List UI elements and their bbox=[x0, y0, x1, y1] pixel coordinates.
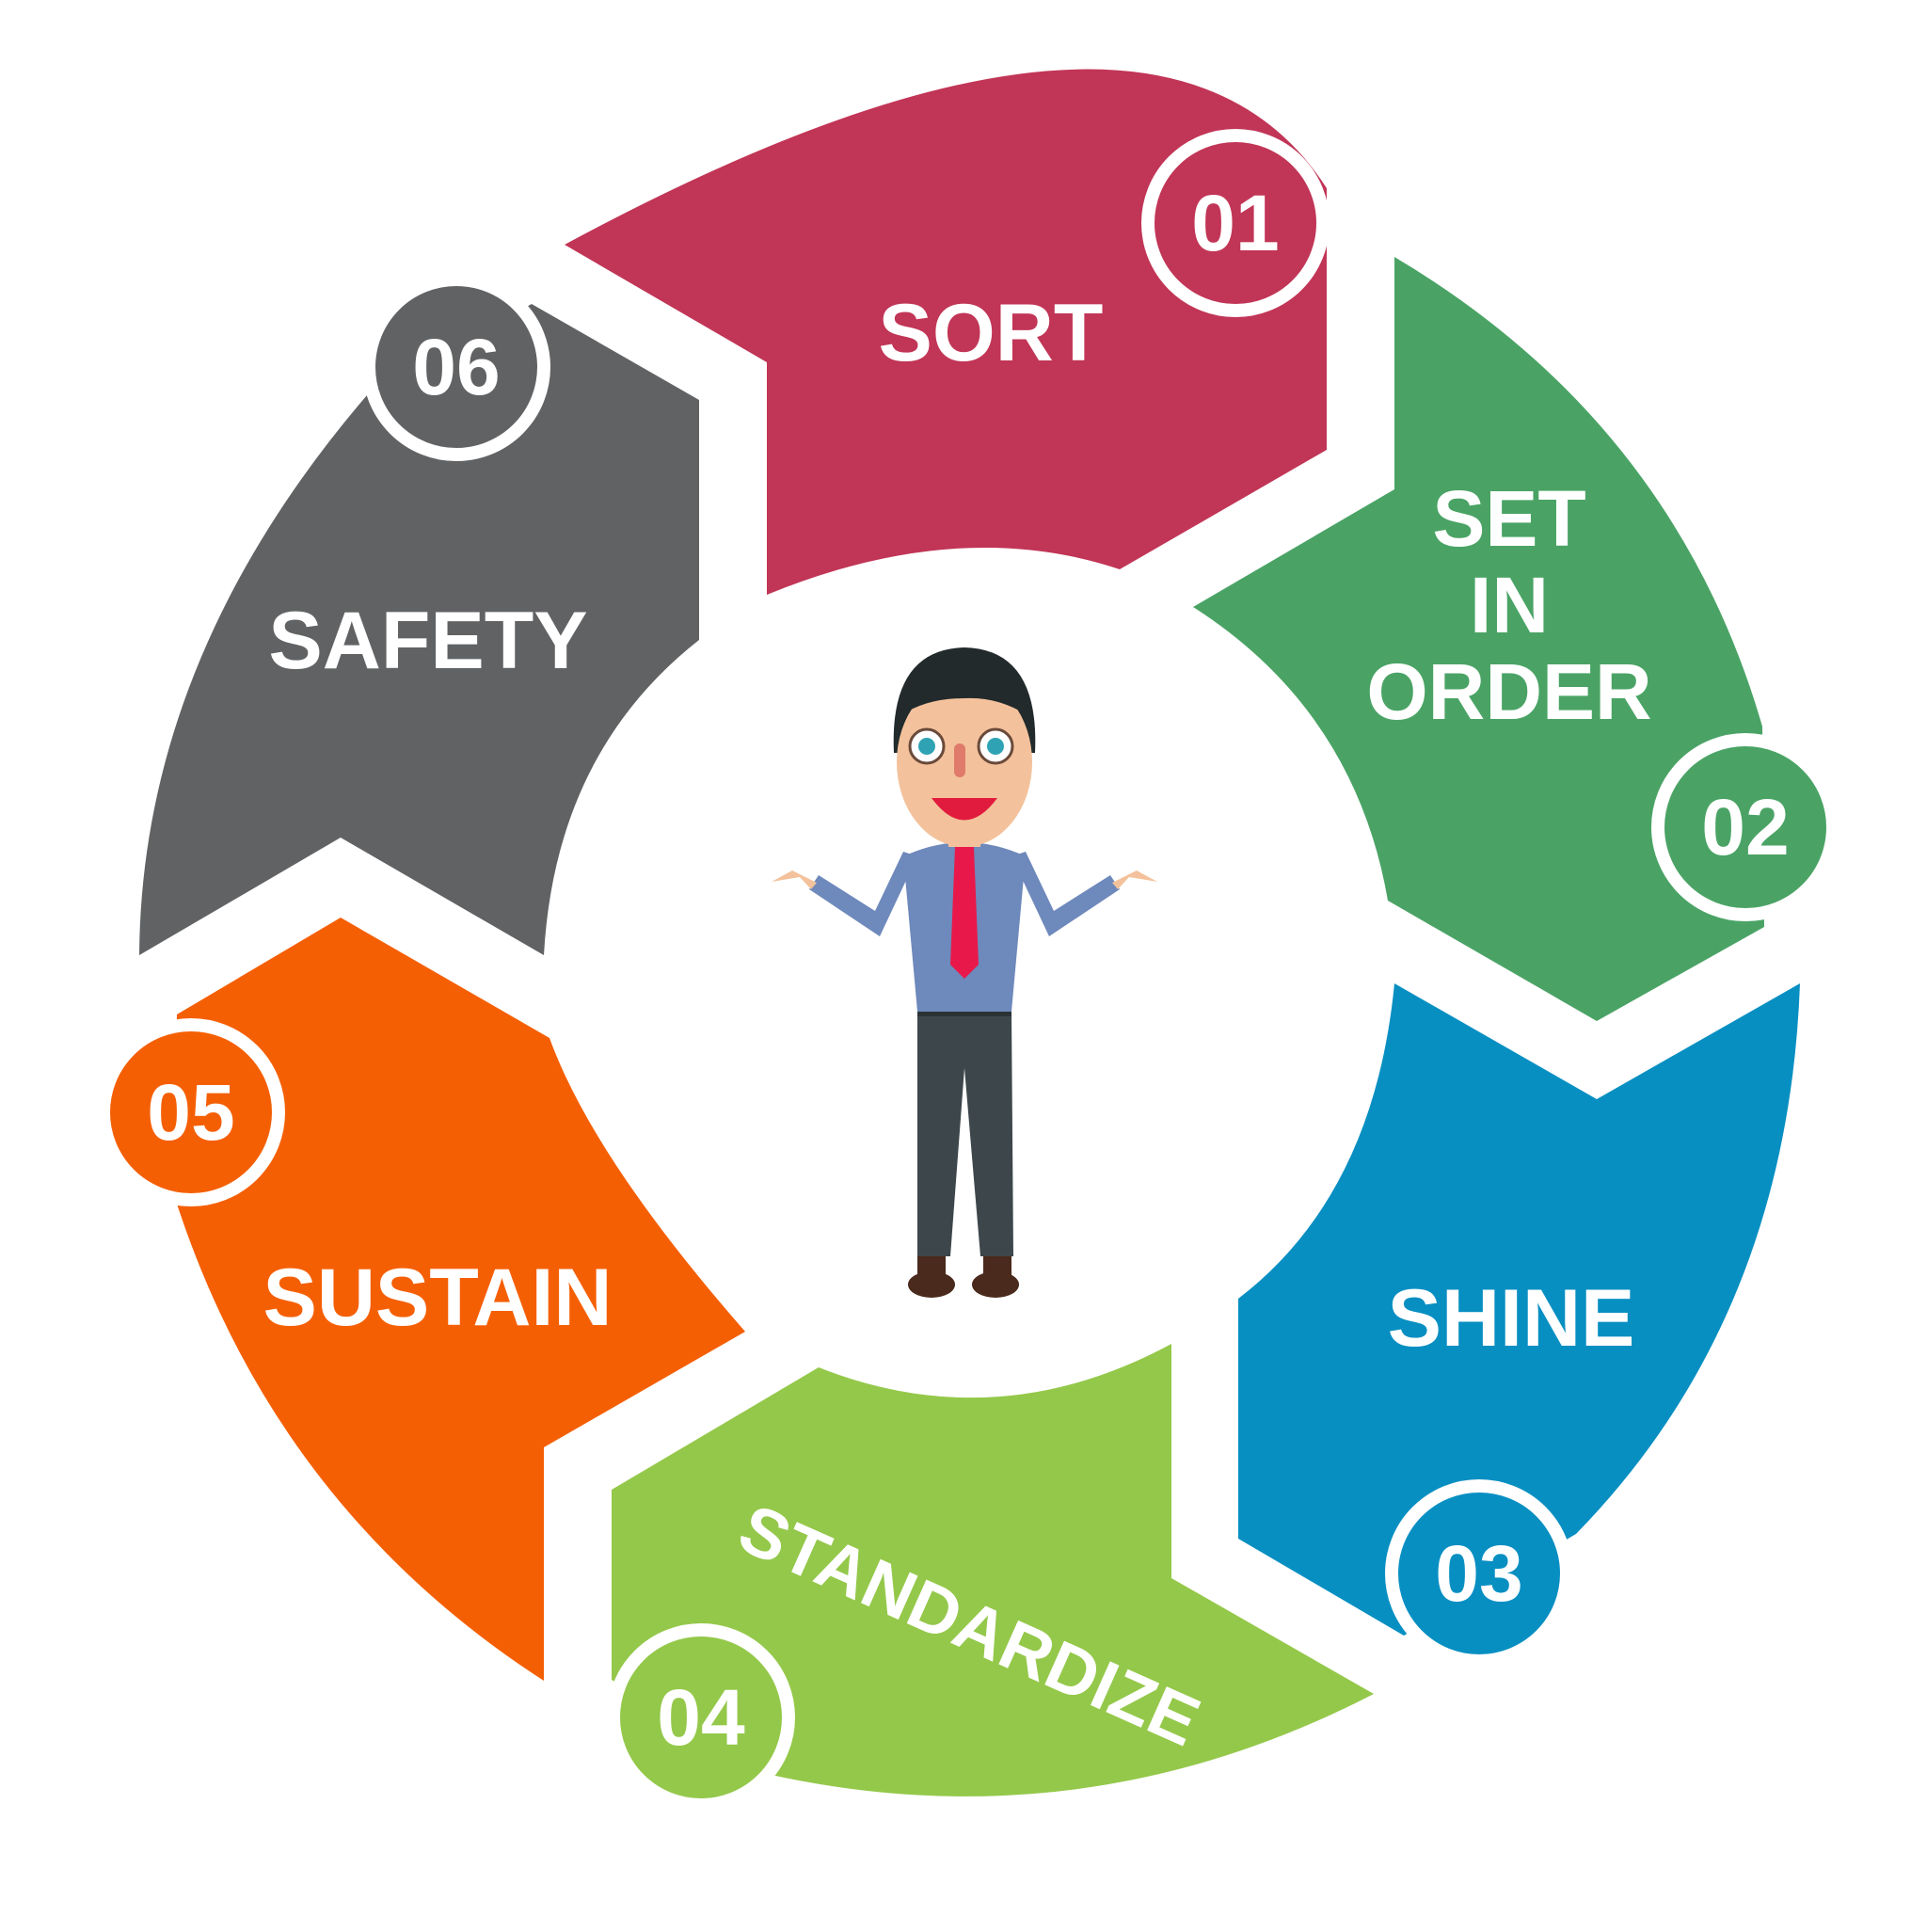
figure-arm-right bbox=[1011, 852, 1120, 936]
segment-standardize-arrow bbox=[612, 1344, 1374, 1796]
figure-mouth bbox=[932, 798, 997, 821]
figure-hair-top bbox=[901, 655, 1027, 715]
step-standardize: STANDARDIZE 04 bbox=[607, 1344, 1374, 1812]
step-badge-standardize bbox=[607, 1623, 795, 1812]
figure-iris-right bbox=[987, 738, 1004, 755]
figure-trousers bbox=[917, 1012, 1013, 1256]
figure-nose bbox=[954, 743, 965, 777]
figure-tie bbox=[950, 847, 979, 979]
step-set-in-order: SET IN ORDER 02 bbox=[1193, 257, 1839, 1021]
segment-set-in-order-arrow bbox=[1193, 257, 1764, 1021]
segment-sort-arrow bbox=[565, 69, 1327, 595]
step-safety: SAFETY 06 bbox=[139, 273, 699, 955]
step-label-shine: SHINE bbox=[1388, 1273, 1635, 1364]
figure-belt bbox=[917, 1009, 1011, 1016]
step-label-sort: SORT bbox=[879, 288, 1104, 378]
figure-hand-left bbox=[772, 870, 817, 889]
step-number-05: 05 bbox=[147, 1068, 234, 1157]
step-number-04: 04 bbox=[657, 1673, 745, 1762]
segment-shine-arrow bbox=[1238, 983, 1800, 1636]
step-badge-safety bbox=[362, 273, 550, 461]
figure-iris-left bbox=[918, 738, 935, 755]
businessman-figure bbox=[772, 647, 1157, 1298]
segment-safety-arrow bbox=[139, 304, 699, 955]
step-badge-shine bbox=[1385, 1479, 1573, 1668]
step-number-06: 06 bbox=[412, 323, 500, 411]
step-label-order: ORDER bbox=[1366, 647, 1651, 736]
figure-shoe-top-right bbox=[983, 1256, 1011, 1280]
step-label-sustain: SUSTAIN bbox=[263, 1253, 612, 1343]
step-label-safety: SAFETY bbox=[268, 596, 587, 686]
step-badge-sustain bbox=[97, 1018, 285, 1206]
step-number-03: 03 bbox=[1435, 1529, 1522, 1618]
segment-sustain-arrow bbox=[174, 918, 745, 1681]
step-badge-set-in-order bbox=[1651, 733, 1839, 921]
step-shine: SHINE 03 bbox=[1238, 983, 1800, 1668]
step-number-01: 01 bbox=[1191, 179, 1279, 267]
step-sort: SORT 01 bbox=[565, 69, 1330, 595]
figure-hand-right bbox=[1112, 870, 1157, 889]
step-sustain: SUSTAIN 05 bbox=[97, 918, 745, 1681]
step-badge-sort bbox=[1141, 129, 1330, 317]
figure-shoe-top-left bbox=[917, 1256, 946, 1280]
step-label-set: SET bbox=[1432, 474, 1585, 563]
step-label-in: IN bbox=[1470, 561, 1549, 649]
step-number-02: 02 bbox=[1701, 783, 1789, 871]
figure-arm-left bbox=[809, 852, 917, 936]
